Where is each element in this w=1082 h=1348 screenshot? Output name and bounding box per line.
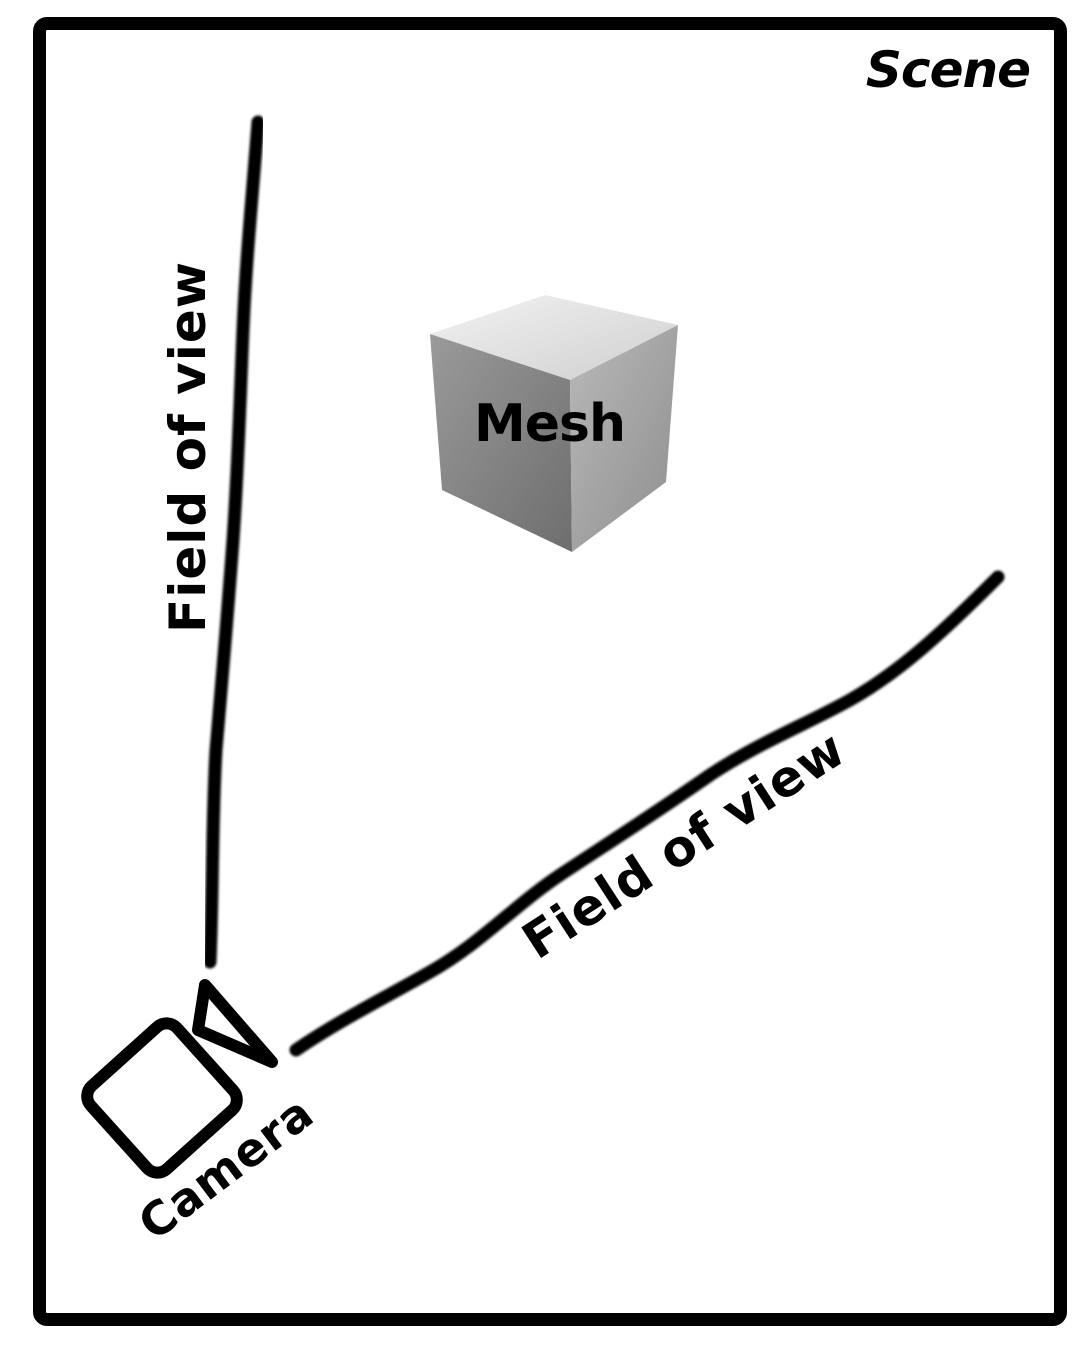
camera-body (81, 1017, 243, 1179)
cube-left-face (430, 334, 572, 552)
mesh-label: Mesh (474, 394, 626, 454)
cube-right-face (570, 325, 678, 552)
field-of-view-line-right (289, 570, 1005, 1057)
cube-top-face (430, 295, 678, 380)
video-camera-icon (81, 979, 278, 1179)
camera-lens (192, 979, 278, 1068)
field-of-view-line-left (203, 115, 265, 969)
scene-label: Scene (865, 41, 1031, 99)
field-of-view-label-left: Field of view (159, 261, 217, 633)
cube-icon (430, 295, 678, 552)
